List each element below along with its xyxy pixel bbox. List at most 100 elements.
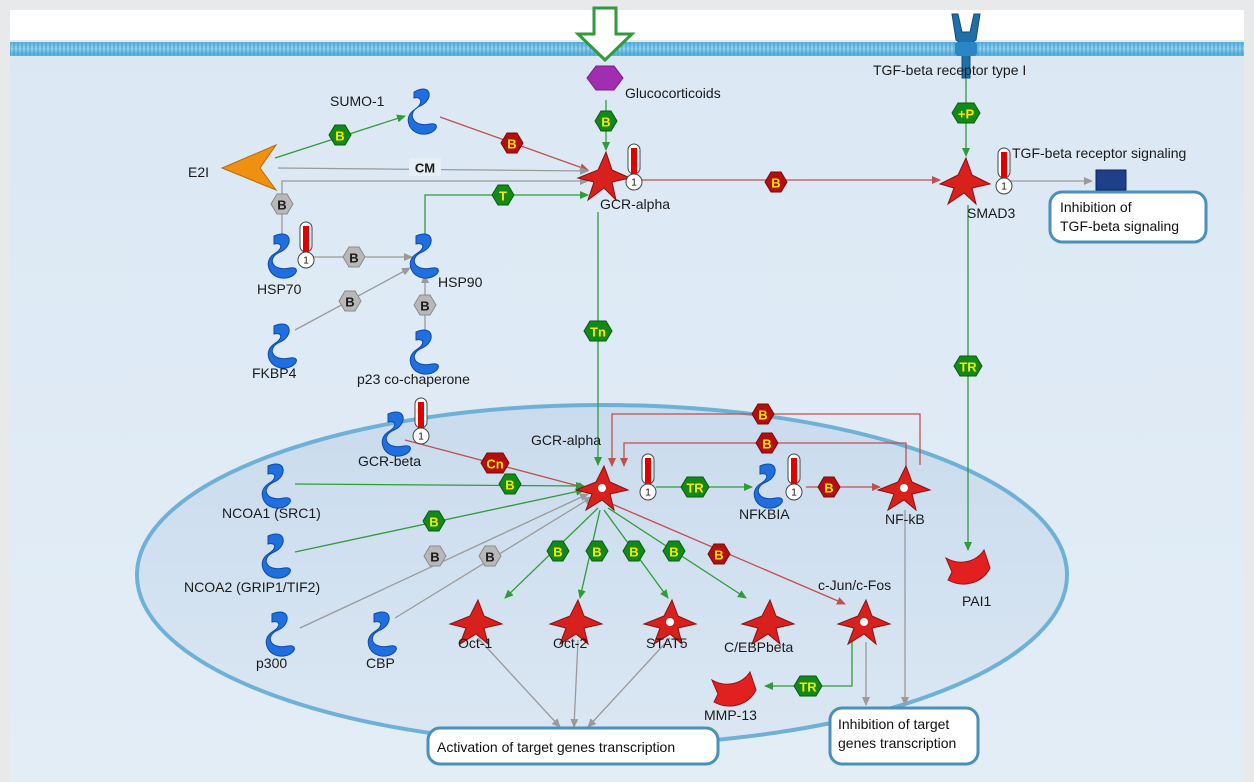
protein-icon	[261, 463, 291, 509]
thermometer-value: 1	[645, 488, 651, 499]
enzyme-icon	[944, 548, 991, 585]
badge-b-label: B	[592, 545, 601, 560]
expression-thermometer-icon: 1	[412, 397, 430, 445]
badge-b-icon: B	[500, 132, 524, 154]
thermometer-value: 1	[303, 256, 309, 267]
ligand-icon	[220, 143, 278, 192]
badge-b-icon: B	[817, 476, 841, 498]
activation-box	[426, 726, 720, 766]
badge-b-label: B	[277, 198, 286, 213]
mmp13-label: MMP-13	[704, 707, 757, 723]
badge-b-label: B	[553, 545, 562, 560]
active-state-icon	[900, 484, 908, 492]
badge-b-label: B	[420, 299, 429, 314]
badge-tn-label: Tn	[590, 325, 606, 340]
badge-b-label: B	[669, 545, 678, 560]
edge-oct2-activation	[570, 639, 579, 728]
transcription-factor-icon	[448, 598, 504, 646]
badge-b-icon: B	[342, 246, 366, 268]
protein-icon	[261, 533, 291, 579]
receptor-icon	[951, 13, 981, 79]
badge-b-icon: B	[338, 290, 362, 312]
e2i-label: E2I	[188, 164, 209, 180]
badge-tr-icon: TR	[953, 355, 983, 377]
nfkb-label: NF-kB	[885, 511, 925, 527]
hsp90-label: HSP90	[438, 274, 483, 290]
badge-b-icon: B	[594, 110, 618, 132]
expression-thermometer-icon: 1	[785, 453, 803, 501]
protein-icon	[381, 411, 411, 457]
badge-tr-label: TR	[686, 481, 704, 496]
badge-b-icon: B	[422, 510, 446, 532]
badge-tr-label: TR	[959, 360, 977, 375]
gcr-beta-label: GCR-beta	[358, 453, 421, 469]
p23-label: p23 co-chaperone	[357, 371, 470, 387]
tgf-signaling-label: TGF-beta receptor signaling	[1012, 145, 1186, 161]
enzyme-icon	[710, 670, 757, 707]
transcription-factor-icon	[740, 598, 796, 646]
badge-tn-icon: Tn	[583, 320, 613, 342]
nfkbia-label: NFKBIA	[739, 506, 790, 522]
badge-tr-label: TR	[799, 680, 817, 695]
inhibition-target-line1: Inhibition of target	[838, 716, 949, 732]
expression-thermometer-icon: 1	[297, 221, 315, 269]
process-icon	[1095, 169, 1127, 191]
badge-b-icon: B	[478, 545, 502, 567]
edge-stat5-activation	[587, 637, 671, 728]
transcription-factor-icon	[548, 598, 604, 646]
badge-b-label: B	[601, 115, 610, 130]
oct1-label: Oct-1	[458, 635, 492, 651]
badge-b-icon: B	[546, 540, 570, 562]
inhibition-target-line2: genes transcription	[838, 735, 956, 751]
stat5-label: STAT5	[646, 635, 688, 651]
badge-t-label: T	[499, 189, 507, 204]
badge-b-icon: B	[498, 473, 522, 495]
ncoa1-label: NCOA1 (SRC1)	[222, 505, 321, 521]
ligand-entry-arrow-icon	[574, 6, 636, 63]
gcr-alpha-cyto-label: GCR-alpha	[600, 196, 670, 212]
badge-cn-icon: Cn	[480, 452, 510, 474]
gcr-alpha-nuc-label: GCR-alpha	[531, 432, 601, 448]
badge-b-label: B	[714, 548, 723, 563]
active-state-icon	[860, 618, 868, 626]
inhibition-target-box	[828, 706, 980, 766]
expression-thermometer-icon: 1	[639, 453, 657, 501]
badge-b-label: B	[335, 129, 344, 144]
badge-b-label: B	[771, 176, 780, 191]
protein-icon	[407, 88, 437, 135]
badge-b-label: B	[345, 295, 354, 310]
cebpbeta-label: C/EBPbeta	[724, 639, 793, 655]
p300-label: p300	[256, 655, 287, 671]
badge-b-label: B	[629, 545, 638, 560]
badge-b-label: B	[507, 137, 516, 152]
badge-b-icon: B	[328, 124, 352, 146]
badge-b-icon: B	[423, 545, 447, 567]
badge-b-icon: B	[413, 294, 437, 316]
hsp70-label: HSP70	[257, 281, 302, 297]
badge-b-icon: B	[270, 193, 294, 215]
activation-text: Activation of target genes transcription	[437, 739, 675, 755]
protein-icon	[409, 329, 439, 375]
thermometer-value: 1	[631, 178, 637, 189]
protein-icon	[367, 611, 397, 657]
cjun-label: c-Jun/c-Fos	[818, 577, 891, 593]
badge-p-label: +P	[958, 107, 975, 122]
active-state-icon	[666, 618, 674, 626]
inhibition-tgf-line2: TGF-beta signaling	[1060, 218, 1179, 234]
active-state-icon	[598, 484, 606, 492]
badge-tr-icon: TR	[680, 476, 710, 498]
badge-cm-label: CM	[415, 161, 435, 176]
protein-icon	[267, 233, 297, 279]
badge-b-label: B	[824, 481, 833, 496]
thermometer-value: 1	[791, 488, 797, 499]
cbp-label: CBP	[366, 655, 395, 671]
badge-b-icon: B	[755, 432, 779, 454]
badge-cm-icon: CM	[409, 158, 441, 176]
badge-b-label: B	[485, 550, 494, 565]
compound-hexagon-icon	[586, 65, 624, 91]
edge-p300-gcr	[299, 493, 589, 629]
badge-b-icon: B	[662, 540, 686, 562]
edge-ncoa1-gcr	[294, 481, 585, 490]
